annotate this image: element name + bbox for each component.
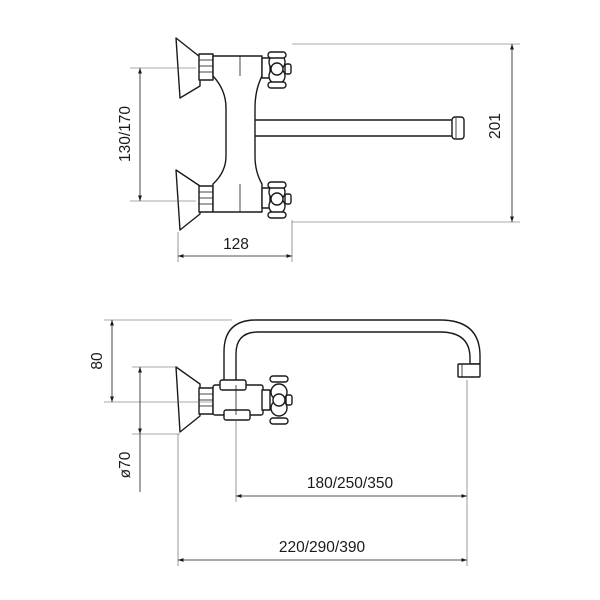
dim-label-spout-rise: 80 — [89, 352, 106, 370]
side-view: 80 ø70 180/250/350 220/290/390 — [89, 319, 481, 566]
side-nut — [198, 387, 214, 415]
side-flange — [175, 366, 201, 433]
dim-label-flange-diameter: ø70 — [117, 451, 134, 478]
upper-nut — [198, 53, 214, 81]
lower-flange — [175, 169, 201, 231]
lower-nut — [198, 185, 214, 213]
mixer-body — [212, 55, 263, 213]
lower-handle — [261, 181, 292, 219]
upper-handle — [261, 51, 292, 89]
dim-label-body-width: 128 — [223, 236, 249, 253]
dim-label-height: 201 — [487, 113, 504, 139]
dim-label-overall-length: 220/290/390 — [279, 539, 366, 556]
dim-label-spout-reach: 180/250/350 — [307, 475, 394, 492]
front-view: 130/170 201 128 — [117, 37, 520, 262]
front-spout — [243, 116, 465, 140]
side-spout — [223, 319, 481, 385]
side-handle — [261, 375, 293, 425]
dim-label-mount-spacing: 130/170 — [117, 106, 134, 162]
